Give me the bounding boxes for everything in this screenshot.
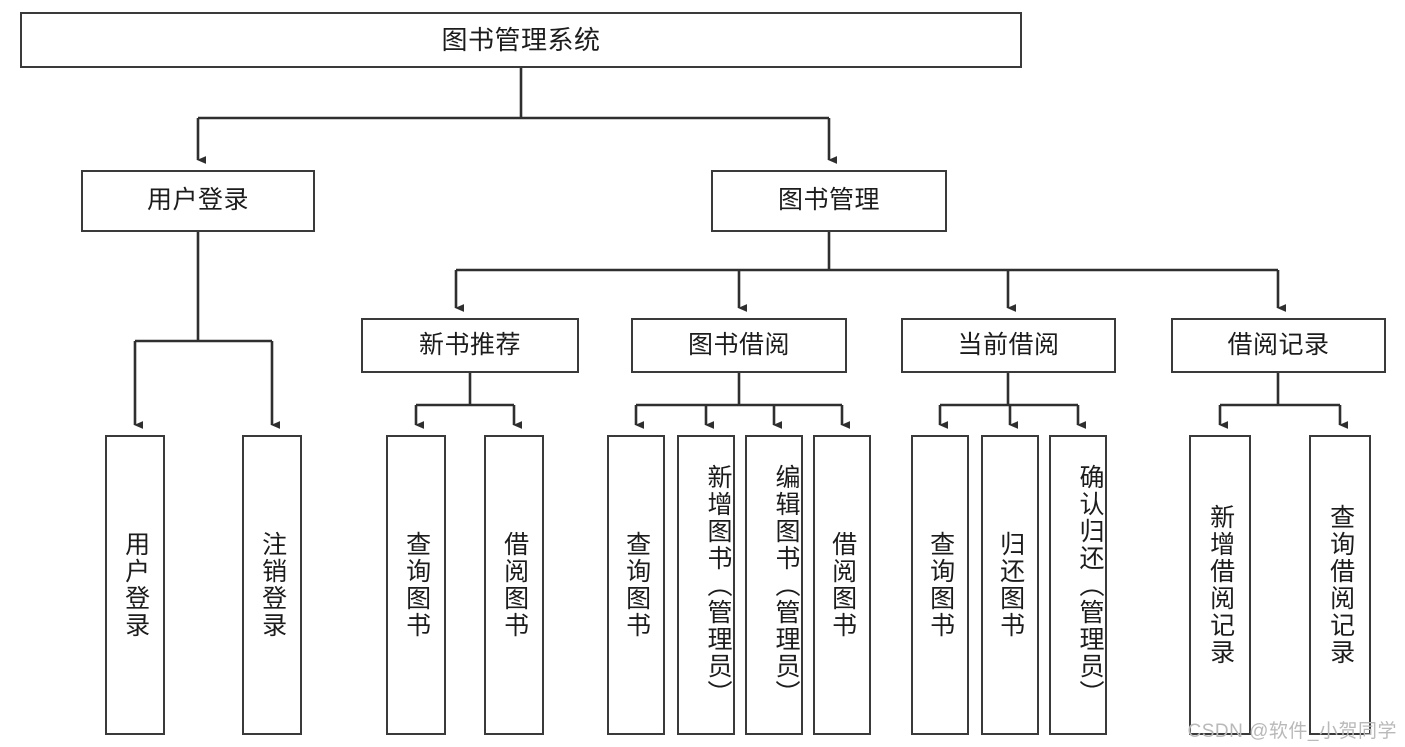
leaf-borrow-books[interactable]: 借阅图书 (813, 435, 871, 735)
node-borrow-records[interactable]: 借阅记录 (1171, 318, 1386, 373)
node-current-borrow-label: 当前借阅 (957, 330, 1060, 359)
leaf-add-book-admin-label: 新增图书（管理员） (704, 463, 732, 707)
node-book-borrow-label: 图书借阅 (687, 330, 790, 359)
leaf-query-books-current[interactable]: 查询图书 (911, 435, 969, 735)
watermark: CSDN @软件_小贺同学 (1187, 721, 1397, 742)
node-borrow-records-label: 借阅记录 (1227, 330, 1330, 359)
leaf-edit-book-admin-label: 编辑图书（管理员） (772, 463, 800, 707)
leaf-borrow-books-label: 借阅图书 (828, 531, 857, 639)
node-root-label: 图书管理系统 (441, 24, 601, 55)
leaf-query-books-recommend-label: 查询图书 (402, 531, 431, 639)
leaf-query-books-current-label: 查询图书 (926, 531, 955, 639)
node-book-management-label: 图书管理 (777, 186, 880, 215)
leaf-return-books-label: 归还图书 (996, 531, 1025, 639)
leaf-edit-book-admin[interactable]: 编辑图书（管理员） (745, 435, 803, 735)
leaf-logout[interactable]: 注销登录 (242, 435, 302, 735)
node-book-management[interactable]: 图书管理 (711, 170, 947, 232)
leaf-borrow-books-recommend-label: 借阅图书 (500, 531, 529, 639)
leaf-confirm-return-admin[interactable]: 确认归还（管理员） (1049, 435, 1107, 735)
leaf-borrow-books-recommend[interactable]: 借阅图书 (484, 435, 544, 735)
leaf-add-book-admin[interactable]: 新增图书（管理员） (677, 435, 735, 735)
node-new-book-recommend[interactable]: 新书推荐 (361, 318, 579, 373)
node-new-book-recommend-label: 新书推荐 (418, 330, 521, 359)
leaf-user-login-label: 用户登录 (121, 531, 150, 639)
leaf-query-books-recommend[interactable]: 查询图书 (386, 435, 446, 735)
node-current-borrow[interactable]: 当前借阅 (901, 318, 1116, 373)
leaf-logout-label: 注销登录 (258, 531, 287, 639)
leaf-return-books[interactable]: 归还图书 (981, 435, 1039, 735)
leaf-query-books-borrow[interactable]: 查询图书 (607, 435, 665, 735)
leaf-add-borrow-record-label: 新增借阅记录 (1206, 504, 1235, 666)
leaf-query-borrow-record[interactable]: 查询借阅记录 (1309, 435, 1371, 735)
leaf-user-login[interactable]: 用户登录 (105, 435, 165, 735)
leaf-confirm-return-admin-label: 确认归还（管理员） (1076, 463, 1104, 707)
node-user-login-label: 用户登录 (146, 186, 249, 215)
leaf-query-books-borrow-label: 查询图书 (622, 531, 651, 639)
node-root[interactable]: 图书管理系统 (20, 12, 1022, 68)
leaf-query-borrow-record-label: 查询借阅记录 (1326, 504, 1355, 666)
node-user-login[interactable]: 用户登录 (81, 170, 315, 232)
leaf-add-borrow-record[interactable]: 新增借阅记录 (1189, 435, 1251, 735)
node-book-borrow[interactable]: 图书借阅 (631, 318, 847, 373)
